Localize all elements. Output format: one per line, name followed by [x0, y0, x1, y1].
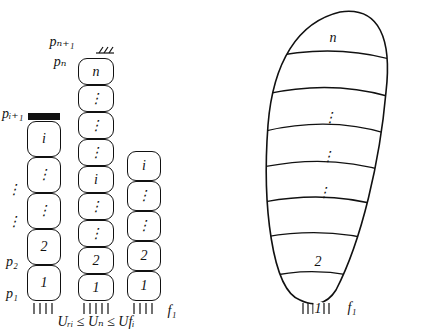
cap-hatch [96, 47, 114, 53]
stack-block: 1 [78, 274, 114, 301]
block-number: ⋮ [89, 227, 103, 241]
block-number: ⋮ [317, 186, 331, 200]
stack-block: 2 [127, 241, 161, 271]
stack-block: ⋮ [78, 220, 114, 247]
stack-block: ⋮ [78, 139, 114, 166]
block-number: ⋮ [89, 200, 103, 214]
stack-block: 1 [127, 271, 161, 301]
block-number: 2 [93, 254, 100, 268]
block-number: 1 [41, 276, 48, 290]
block-number: ⋮ [89, 119, 103, 133]
block-number: ⋮ [89, 92, 103, 106]
stack-block: ⋮ [78, 85, 114, 112]
math-label: f₁ [348, 301, 357, 315]
blob-band: ⋮ [312, 183, 336, 203]
stack-block: i [78, 166, 114, 193]
blob-band: ⋮ [318, 108, 342, 128]
stack-block: ⋮ [127, 211, 161, 241]
block-number: ⋮ [137, 189, 151, 203]
math-label: p₁ [6, 287, 18, 301]
block-number: 2 [41, 240, 48, 254]
block-number: 1 [141, 279, 148, 293]
block-number: n [93, 65, 100, 79]
block-number: ⋮ [321, 150, 335, 164]
block-number: i [94, 173, 98, 187]
stack-block: 2 [27, 229, 61, 265]
math-label: pₙ₊₁ [50, 35, 75, 49]
block-number: ⋮ [323, 111, 337, 125]
block-number: ⋮ [37, 168, 51, 182]
stack-block: i [127, 151, 161, 181]
stack-block: ⋮ [27, 157, 61, 193]
blob-band: 2 [306, 252, 330, 272]
stack-block: ⋮ [78, 112, 114, 139]
math-label: pₙ [54, 55, 67, 69]
stack-block: ⋮ [127, 181, 161, 211]
band-dividers [250, 51, 400, 290]
math-label: 1 [314, 302, 323, 316]
stack-block: i [27, 121, 61, 157]
block-number: 1 [93, 281, 100, 295]
math-label: pᵢ₊₁ [2, 107, 23, 121]
block-number: 2 [315, 255, 322, 269]
math-label: ⋮ [7, 215, 21, 229]
stack-block: 1 [27, 265, 61, 301]
block-number: 2 [141, 249, 148, 263]
blob-band: n [318, 28, 348, 48]
block-number: ⋮ [37, 204, 51, 218]
block-number: n [330, 31, 337, 45]
stack-block: n [78, 58, 114, 85]
math-label: Uᵣᵢ ≤ Uₙ ≤ Ufᵢ [57, 315, 134, 329]
math-label: ⋮ [7, 183, 21, 197]
block-number: i [142, 159, 146, 173]
math-label: f₁ [168, 304, 177, 318]
block-number: i [42, 132, 46, 146]
block-number: ⋮ [137, 219, 151, 233]
stack-block: ⋮ [78, 193, 114, 220]
cap-bar [28, 113, 60, 120]
block-number: ⋮ [89, 146, 103, 160]
math-label: p₂ [6, 255, 18, 269]
stack-block: ⋮ [27, 193, 61, 229]
stack-block: 2 [78, 247, 114, 274]
base-hatch [34, 303, 329, 314]
blob-band: ⋮ [316, 147, 340, 167]
